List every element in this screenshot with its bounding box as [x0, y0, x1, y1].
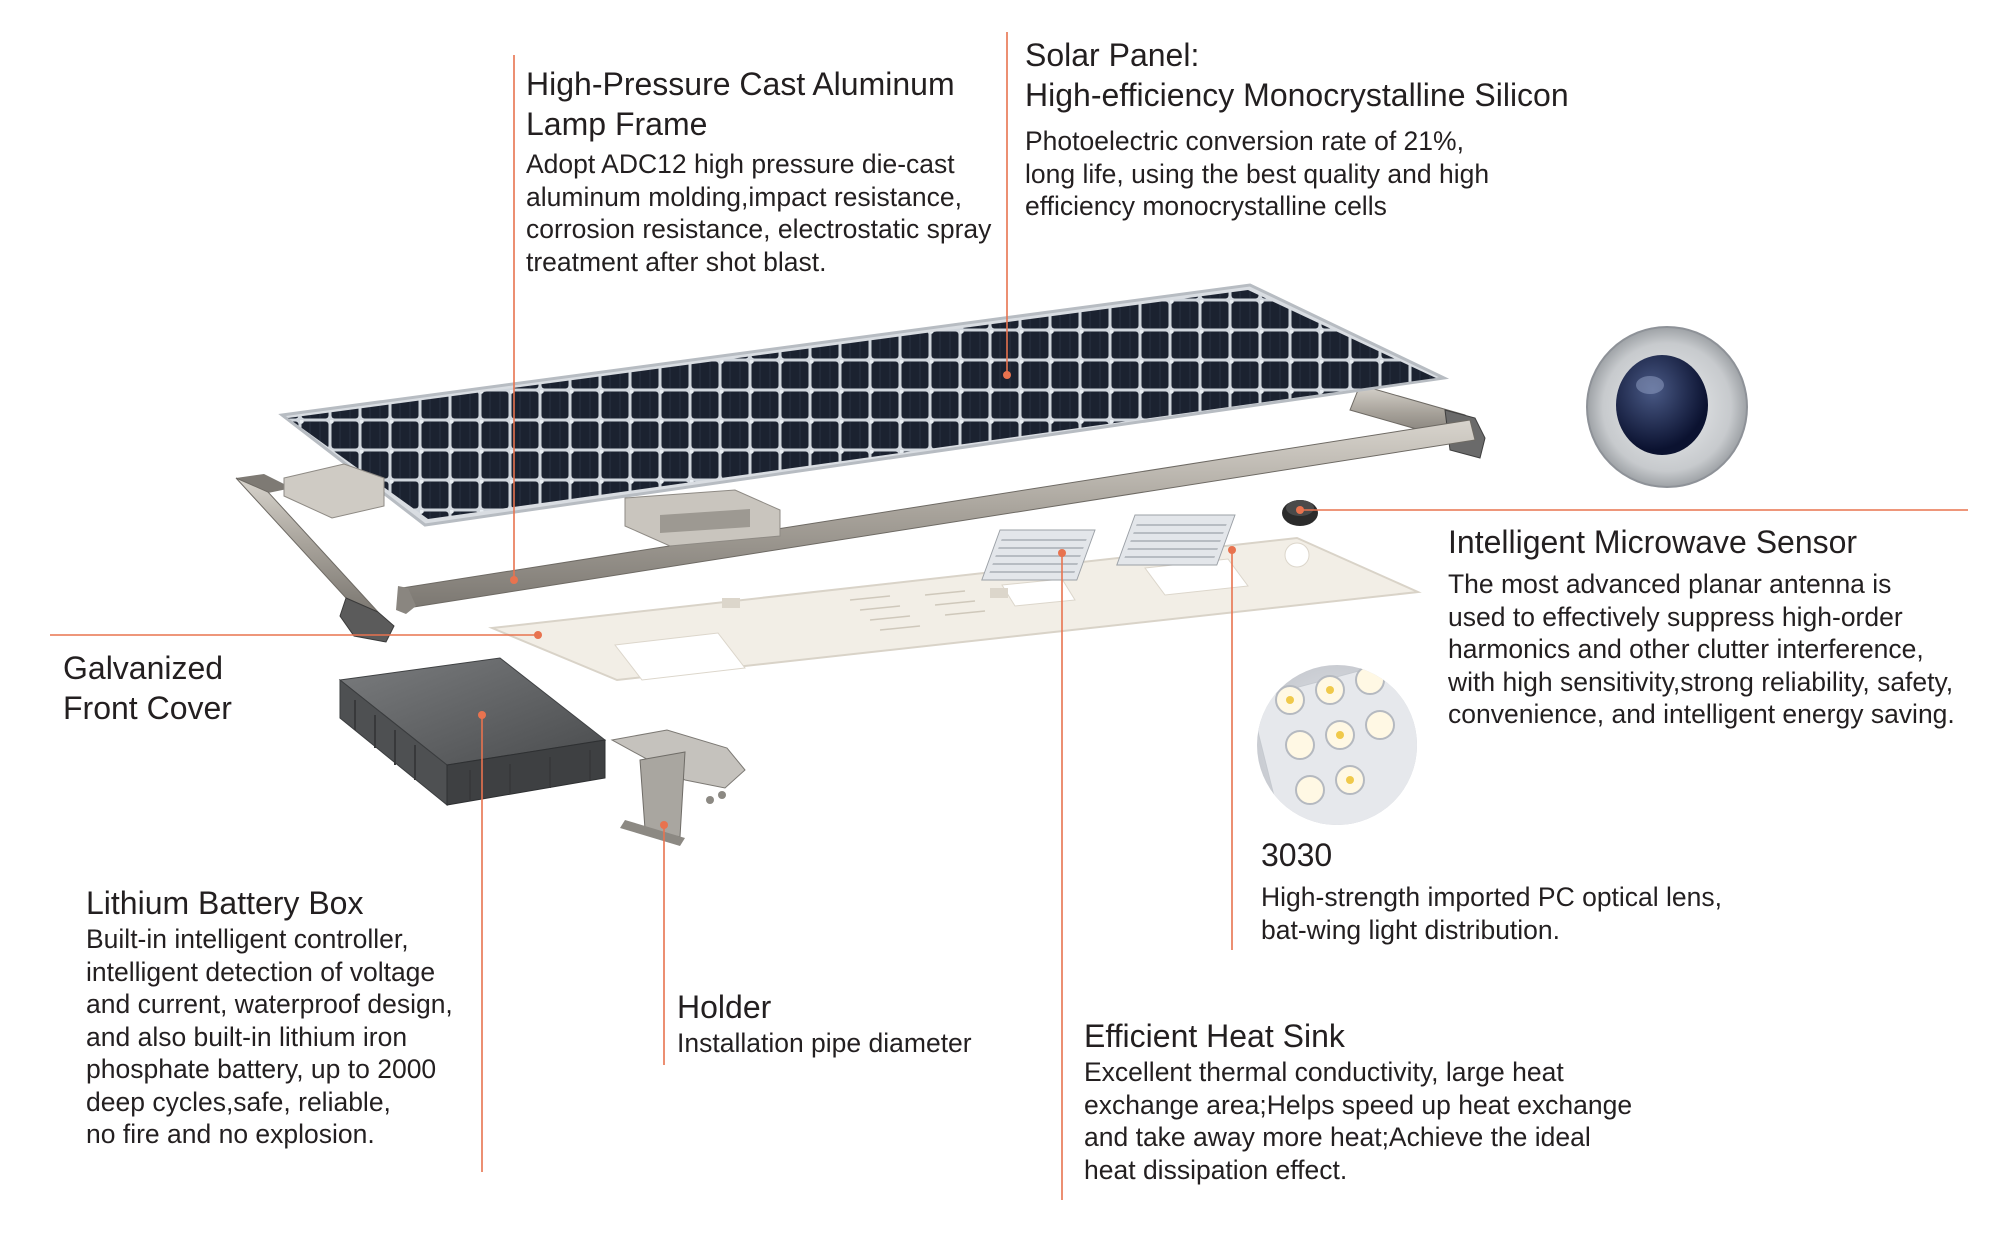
callout-microwave-sensor: Intelligent Microwave Sensor The most ad… [1448, 522, 1955, 731]
frame-brackets [283, 463, 781, 547]
battery-description: Built-in intelligent controller, intelli… [86, 924, 453, 1149]
led-description: High-strength imported PC optical lens, … [1261, 882, 1723, 945]
lithium-battery-box [338, 657, 607, 807]
holder-title: Holder [677, 989, 772, 1025]
lamp-frame [235, 384, 1486, 643]
sensor-description: The most advanced planar antenna is used… [1448, 569, 1955, 729]
heat-sink-description: Excellent thermal conductivity, large he… [1084, 1057, 1633, 1185]
battery-title: Lithium Battery Box [86, 885, 364, 921]
solar-panel [278, 283, 1450, 527]
led-title: 3030 [1261, 837, 1333, 873]
callout-led: 3030 High-strength imported PC optical l… [1261, 835, 1722, 946]
callout-lamp-frame: High-Pressure Cast Aluminum Lamp Frame A… [526, 64, 991, 278]
lamp-frame-title: High-Pressure Cast Aluminum Lamp Frame [526, 66, 955, 142]
callout-battery-box: Lithium Battery Box Built-in intelligent… [86, 883, 453, 1151]
callout-solar-panel: Solar Panel: High-efficiency Monocrystal… [1025, 35, 1569, 223]
solar-panel-title: Solar Panel: High-efficiency Monocrystal… [1025, 37, 1569, 113]
leader-lines [50, 32, 1968, 1200]
holder-description: Installation pipe diameter [677, 1028, 972, 1058]
led-heat-sink-modules [981, 514, 1236, 581]
pole-holder [610, 729, 746, 846]
sensor-title: Intelligent Microwave Sensor [1448, 524, 1858, 560]
callout-heat-sink: Efficient Heat Sink Excellent thermal co… [1084, 1016, 1632, 1186]
callout-holder: Holder Installation pipe diameter [677, 987, 972, 1060]
sensor-detail-image [1586, 326, 1748, 488]
solar-panel-description: Photoelectric conversion rate of 21%, lo… [1025, 126, 1490, 221]
callout-front-cover: Galvanized Front Cover [63, 648, 232, 728]
led-detail-image [1257, 665, 1417, 825]
heat-sink-title: Efficient Heat Sink [1084, 1018, 1345, 1054]
front-cover-title: Galvanized Front Cover [63, 650, 232, 726]
leader-dots [478, 371, 1304, 829]
lamp-frame-description: Adopt ADC12 high pressure die-cast alumi… [526, 149, 992, 277]
